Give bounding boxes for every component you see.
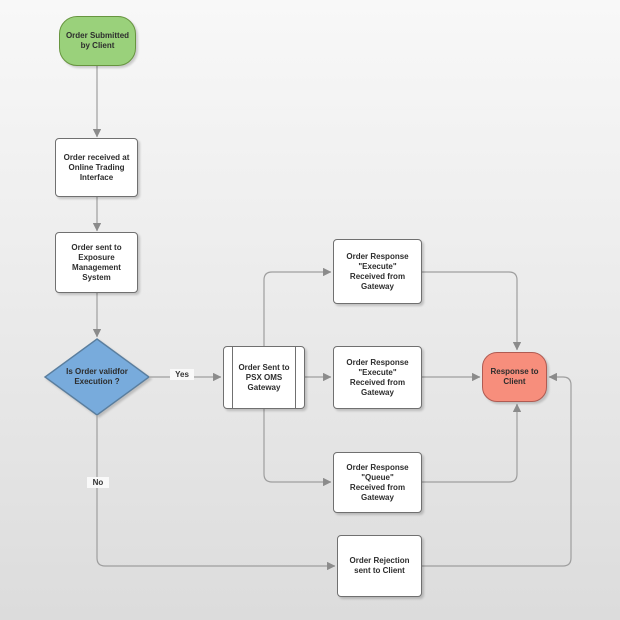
node-decision-label: Is Order validfor Execution ? [66, 367, 128, 386]
node-order-submitted: Order Submitted by Client [59, 16, 136, 66]
edge-rejection-to-response [422, 372, 572, 567]
node-psx-label: Order Sent to PSX OMS Gateway [238, 362, 290, 392]
node-psx-oms-gateway: Order Sent to PSX OMS Gateway [223, 346, 305, 409]
edge-label-yes: Yes [170, 369, 194, 380]
edge-psx-to-queue [263, 409, 332, 487]
node-response-queue: Order Response "Queue" Received from Gat… [333, 452, 422, 513]
edge-psx-to-exec-top [263, 267, 332, 346]
edge-decision-no-to-rejection [96, 415, 336, 571]
edge-queue-to-response [422, 403, 522, 483]
node-response-execute-top: Order Response "Execute" Received from G… [333, 239, 422, 304]
node-order-rejection: Order Rejection sent to Client [337, 535, 422, 597]
predefined-process-bar-right [295, 347, 296, 408]
node-response-execute-mid: Order Response "Execute" Received from G… [333, 346, 422, 409]
node-exposure-management: Order sent to Exposure Management System [55, 232, 138, 293]
predefined-process-bar-left [232, 347, 233, 408]
node-response-to-client: Response to Client [482, 352, 547, 402]
edge-label-no: No [87, 477, 109, 488]
node-order-received: Order received at Online Trading Interfa… [55, 138, 138, 197]
edge-exec-top-to-response [422, 271, 522, 351]
